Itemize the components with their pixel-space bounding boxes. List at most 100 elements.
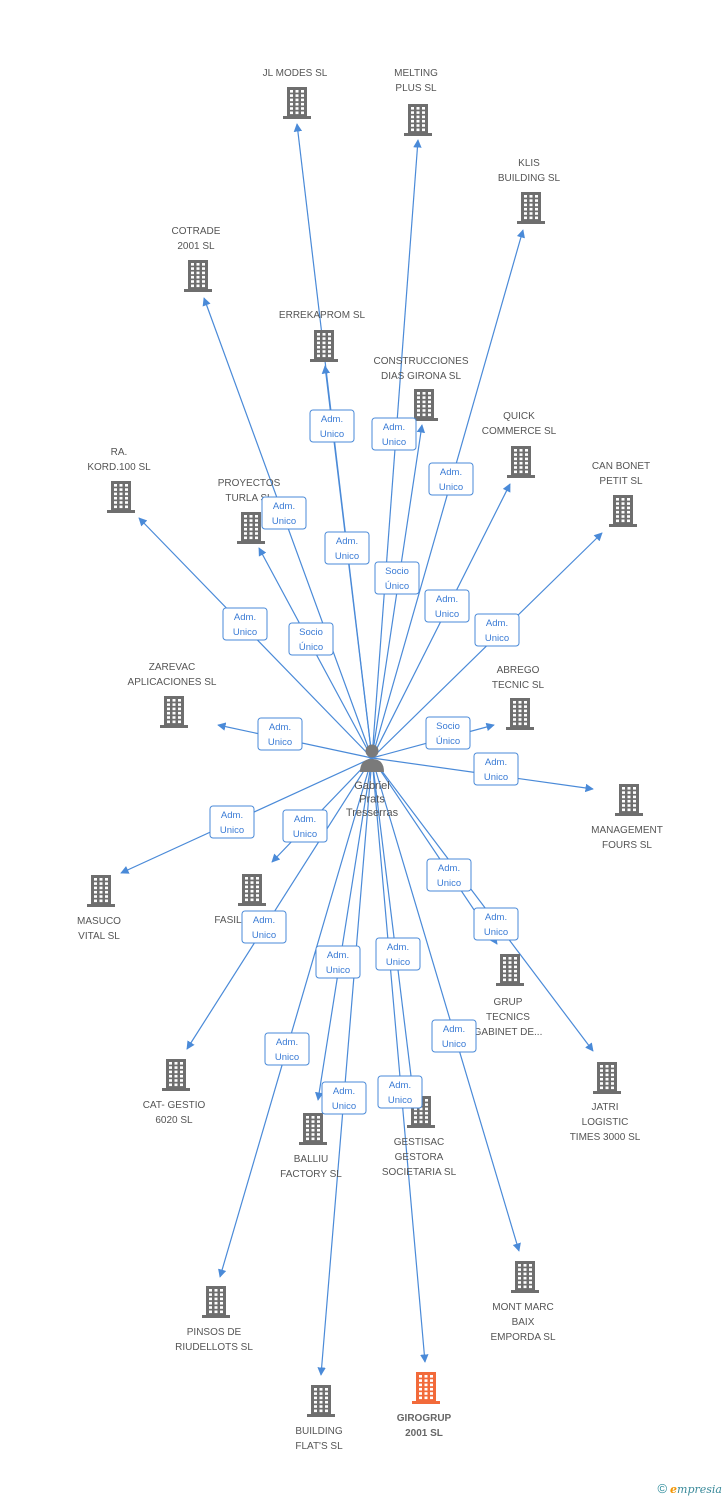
edge-label-montmarc[interactable]: Adm.Unico — [431, 1019, 477, 1053]
edge-label-text: Unico — [485, 633, 509, 644]
building-icon — [310, 330, 338, 362]
edge-label-masuco[interactable]: Adm.Unico — [209, 805, 255, 839]
edge-label-canbonet[interactable]: Adm. Unico — [474, 613, 520, 647]
edge-label-cat[interactable]: Adm.Unico — [241, 910, 287, 944]
edge-label-pinsos[interactable]: Adm.Unico — [264, 1032, 310, 1066]
building-icon — [496, 954, 524, 986]
building-icon — [506, 698, 534, 730]
edge-label-klis[interactable]: Adm.Unico — [428, 462, 474, 496]
edge-label-text: Adm. — [234, 612, 256, 623]
edge-label-text: Unico — [293, 829, 317, 840]
company-name: BAIX — [512, 1317, 535, 1328]
person-name: Gabriel — [354, 780, 389, 792]
edge-label-fasil[interactable]: Adm.Unico — [282, 809, 328, 843]
edge-label-gestisac[interactable]: Adm.Unico — [375, 937, 421, 971]
building-icon — [162, 1059, 190, 1091]
building-icon — [507, 446, 535, 478]
edge-label-text: Unico — [233, 627, 257, 638]
company-name: FOURS SL — [602, 840, 652, 851]
edge-label-cotrade[interactable]: Adm.Unico — [261, 496, 307, 530]
edge-label-text: Adm. — [269, 722, 291, 733]
edge-label-text: Unico — [268, 737, 292, 748]
edge-label-text: Unico — [442, 1039, 466, 1050]
brand-footer[interactable]: ©empresia — [657, 1481, 722, 1496]
company-name: KLIS — [518, 158, 540, 169]
company-name: BALLIU — [294, 1154, 328, 1165]
edge-label-text: Unico — [435, 609, 459, 620]
company-name: GESTORA — [395, 1152, 444, 1163]
edge-label-melting[interactable]: Adm.Unico — [371, 417, 417, 451]
company-node-construcciones[interactable]: CONSTRUCCIONES DIAS GIRONA SL — [373, 356, 469, 421]
edge-label-buildingflats[interactable]: Adm.Unico — [321, 1081, 367, 1115]
edge-label-jatri[interactable]: Adm.Unico — [473, 907, 519, 941]
company-name: DIAS GIRONA SL — [381, 371, 461, 382]
company-name: RA. — [111, 447, 128, 458]
edge-balliu — [315, 757, 373, 1101]
edge-label-text: Adm. — [438, 863, 460, 874]
company-name: CONSTRUCCIONES — [373, 356, 468, 367]
edge-label-text: Unico — [275, 1052, 299, 1063]
edge-label-girogrup[interactable]: Adm.Unico — [377, 1075, 423, 1109]
edge-label-text: Socio — [299, 627, 323, 638]
edge-label-management[interactable]: Adm. Unico — [473, 752, 519, 786]
edge-label-text: Unico — [320, 429, 344, 440]
company-name: TECNICS — [486, 1012, 530, 1023]
company-name: GRUP — [494, 997, 523, 1008]
company-node-ra[interactable]: RA.KORD.100 SL — [87, 447, 151, 513]
edge-label-zarevac[interactable]: Adm. Unico — [257, 717, 303, 751]
building-icon — [593, 1062, 621, 1094]
edge-label-text: Adm. — [253, 915, 275, 926]
edge-label-text: Unico — [332, 1101, 356, 1112]
company-node-jl[interactable]: JL MODES SL — [263, 68, 328, 119]
edge-label-text: Adm. — [485, 757, 507, 768]
edge-label-text: Adm. — [486, 618, 508, 629]
edge-cat — [186, 757, 373, 1050]
company-name: ZAREVAC — [149, 662, 196, 673]
company-name: EMPORDA SL — [490, 1332, 555, 1343]
edge-label-grup[interactable]: Adm.Unico — [426, 858, 472, 892]
edge-jatri — [371, 757, 594, 1052]
building-icon — [299, 1113, 327, 1145]
edge-label-text: Unico — [439, 482, 463, 493]
company-name: LOGISTIC — [582, 1117, 629, 1128]
edge-label-text: Unico — [484, 927, 508, 938]
edge-label-balliu[interactable]: Adm. Unico — [315, 945, 361, 979]
building-icon — [283, 87, 311, 119]
edge-label-text: Adm. — [327, 950, 349, 961]
company-node-fasil[interactable]: FASIL — [214, 874, 266, 926]
edge-gestisac — [371, 757, 416, 1085]
company-node-errekaprom[interactable]: ERREKAPROM SL — [279, 310, 366, 362]
edge-label-text: Unico — [484, 772, 508, 783]
building-icon — [87, 875, 115, 907]
edge-label-jl[interactable]: Adm.Unico — [309, 409, 355, 443]
company-name: PETIT SL — [599, 476, 643, 487]
edge-label-quick[interactable]: Adm.Unico — [424, 589, 470, 623]
person-name: Prats — [359, 794, 385, 806]
edge-label-ra[interactable]: Adm. Unico — [222, 607, 268, 641]
edge-label-text: Unico — [326, 965, 350, 976]
edge-label-errekaprom[interactable]: Adm.Unico — [324, 531, 370, 565]
building-icon — [160, 696, 188, 728]
